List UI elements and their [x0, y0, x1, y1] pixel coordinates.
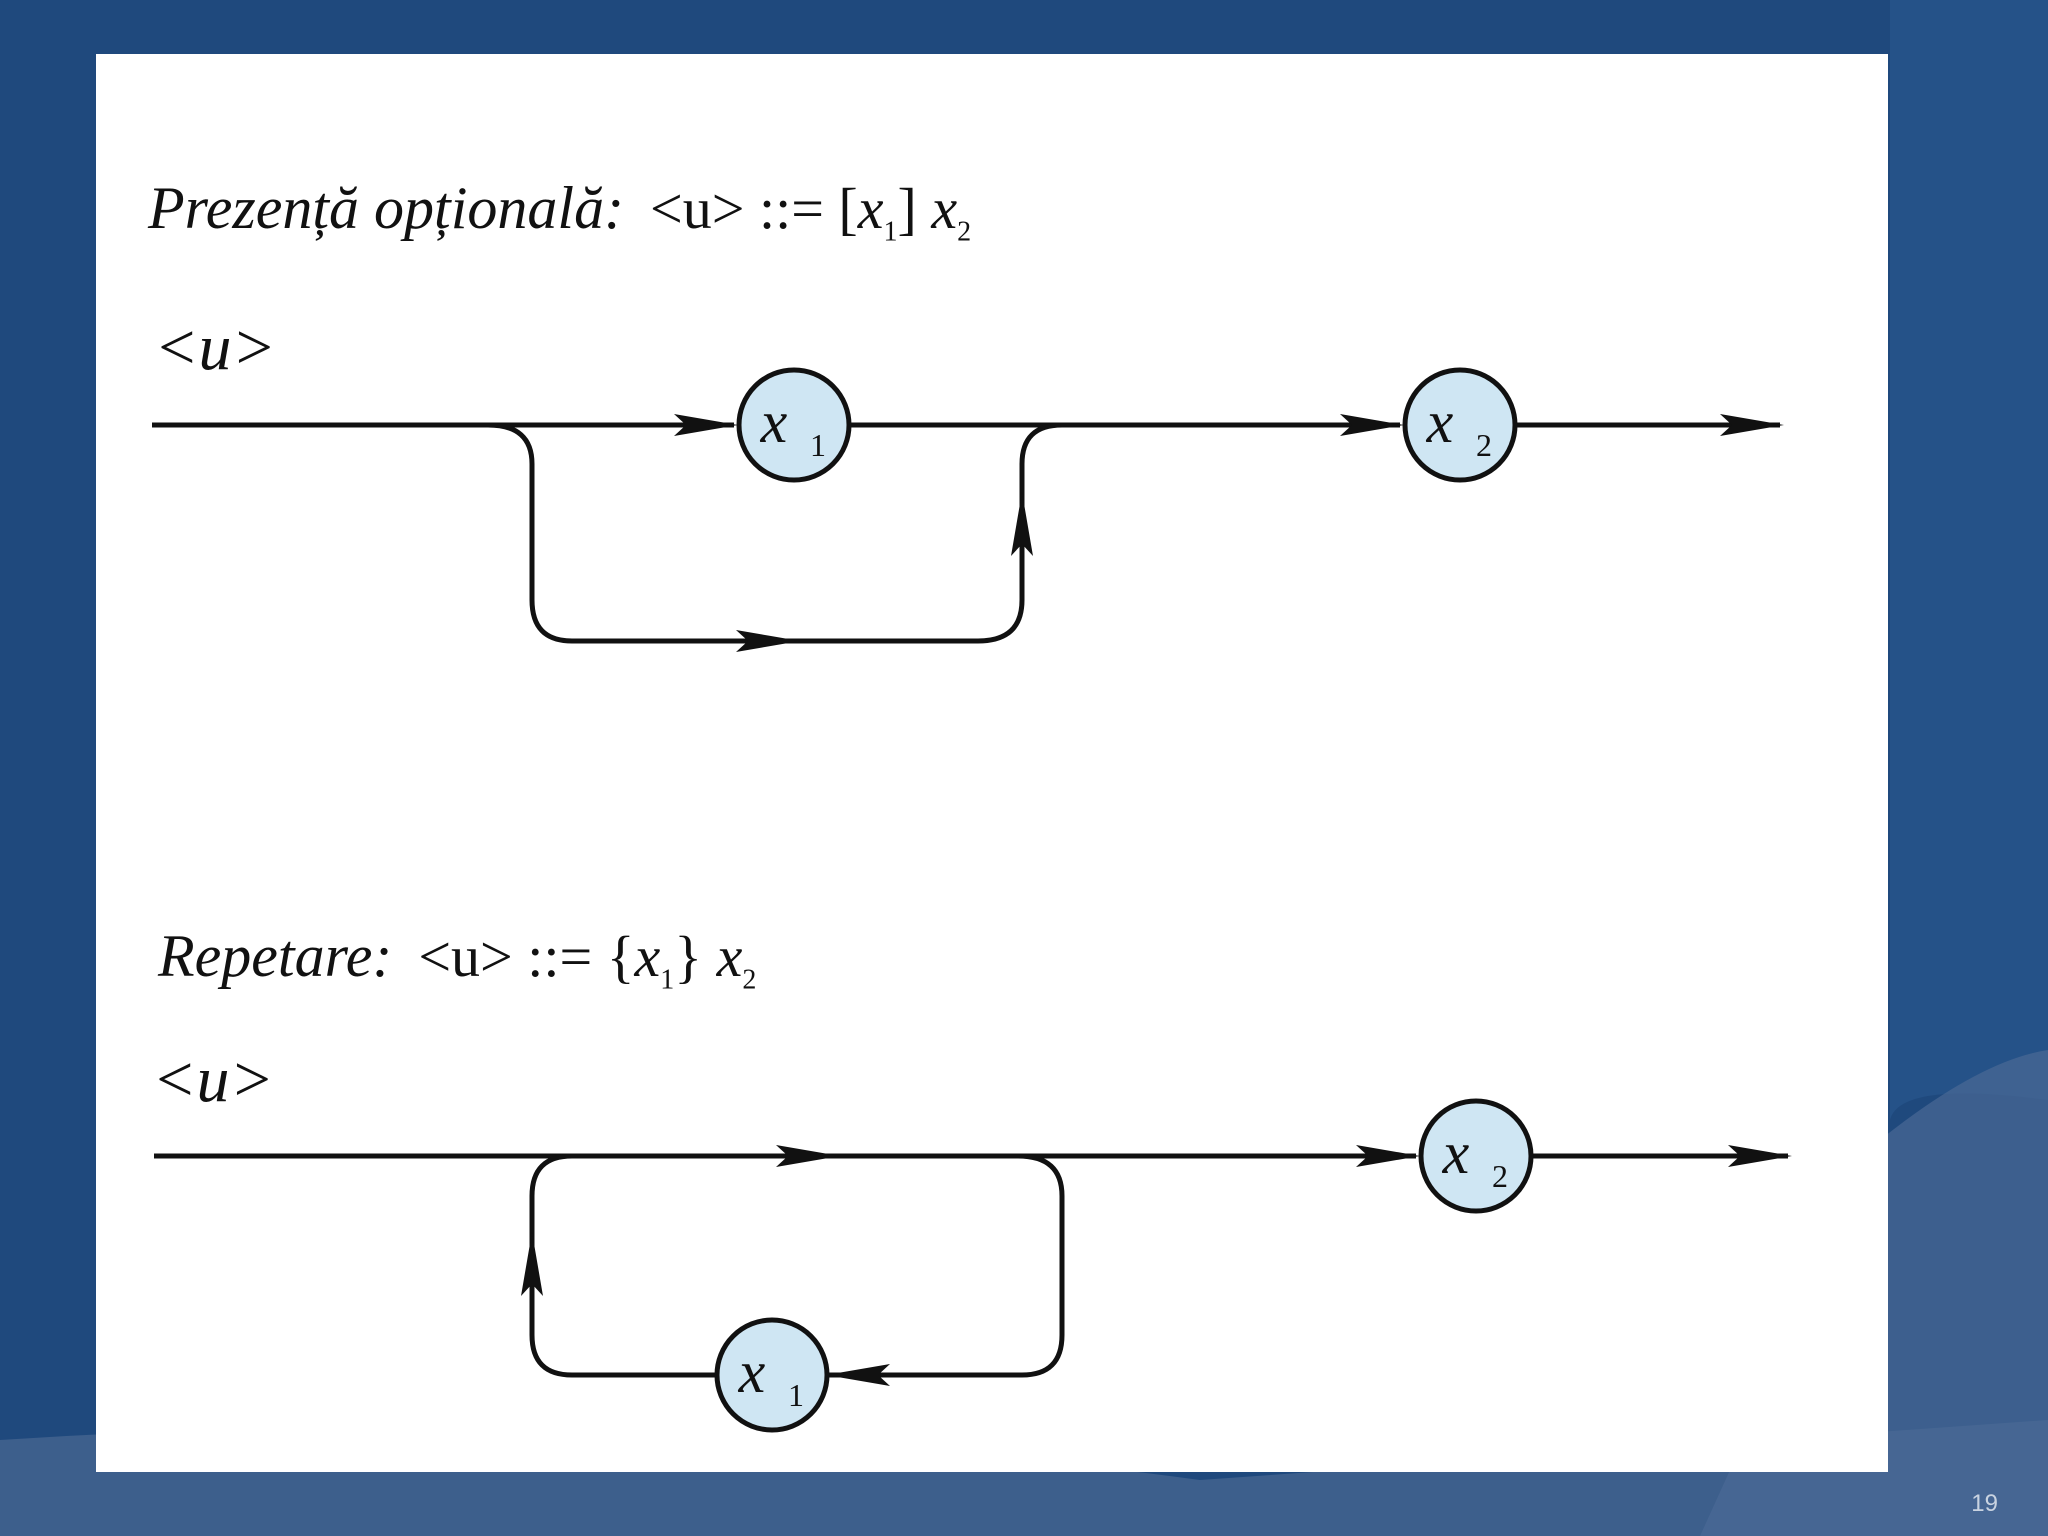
- syntax-diagrams: x 1 x 2 x 2: [152, 367, 1792, 1433]
- repetition-diagram: x 2 x 1: [154, 1098, 1792, 1433]
- repetition-start-symbol: <u>: [152, 1043, 275, 1116]
- optional-start-symbol: <u>: [154, 311, 277, 384]
- optional-node-x2-name: x: [1426, 389, 1454, 455]
- formula-bracket-close: ]: [897, 176, 917, 241]
- formula-brace-open: {: [606, 924, 635, 989]
- formula-x2-sub: 2: [957, 216, 972, 248]
- formula-x1: x: [634, 924, 661, 989]
- repetition-node-x1-name: x: [738, 1339, 766, 1405]
- optional-heading-label: Prezență opțională:: [148, 175, 625, 241]
- optional-node-x1-name: x: [760, 389, 788, 455]
- repetition-formula: <u> ::= {x1} x2: [418, 924, 756, 996]
- repetition-node-x2: x 2: [1418, 1098, 1534, 1214]
- repetition-heading-label: Repetare:: [158, 923, 393, 989]
- formula-op: ::=: [512, 924, 607, 989]
- optional-node-x2: x 2: [1402, 367, 1518, 483]
- formula-brace-close: }: [674, 924, 703, 989]
- formula-x2: x: [702, 924, 743, 989]
- repetition-node-x2-name: x: [1442, 1120, 1470, 1186]
- optional-heading: Prezență opțională:<u> ::= [x1] x2: [148, 174, 971, 249]
- optional-node-x1-sub: 1: [810, 427, 826, 463]
- optional-node-x1: x 1: [736, 367, 852, 483]
- optional-formula: <u> ::= [x1] x2: [650, 176, 971, 248]
- page-number: 19: [1971, 1490, 1998, 1517]
- repetition-loop-left: [529, 1153, 718, 1378]
- repetition-node-x1-sub: 1: [788, 1377, 804, 1413]
- formula-lhs: <u>: [418, 924, 513, 989]
- formula-lhs: <u>: [650, 176, 745, 241]
- formula-x2: x: [916, 176, 958, 241]
- repetition-loop-right: [826, 1153, 1065, 1378]
- formula-x1-sub: 1: [883, 216, 898, 248]
- repetition-node-x1: x 1: [714, 1317, 830, 1433]
- optional-node-x2-sub: 2: [1476, 427, 1492, 463]
- formula-op: ::=: [744, 176, 839, 241]
- formula-x1-sub: 1: [660, 964, 675, 996]
- formula-x2-sub: 2: [742, 964, 757, 996]
- formula-bracket-open: [: [838, 176, 858, 241]
- content-panel: x 1 x 2 x 2: [96, 54, 1888, 1472]
- background-swoosh-right: [1630, 0, 2048, 1120]
- repetition-heading: Repetare:<u> ::= {x1} x2: [158, 922, 756, 997]
- formula-x1: x: [857, 176, 884, 241]
- optional-diagram: x 1 x 2: [152, 367, 1784, 652]
- repetition-node-x2-sub: 2: [1492, 1158, 1508, 1194]
